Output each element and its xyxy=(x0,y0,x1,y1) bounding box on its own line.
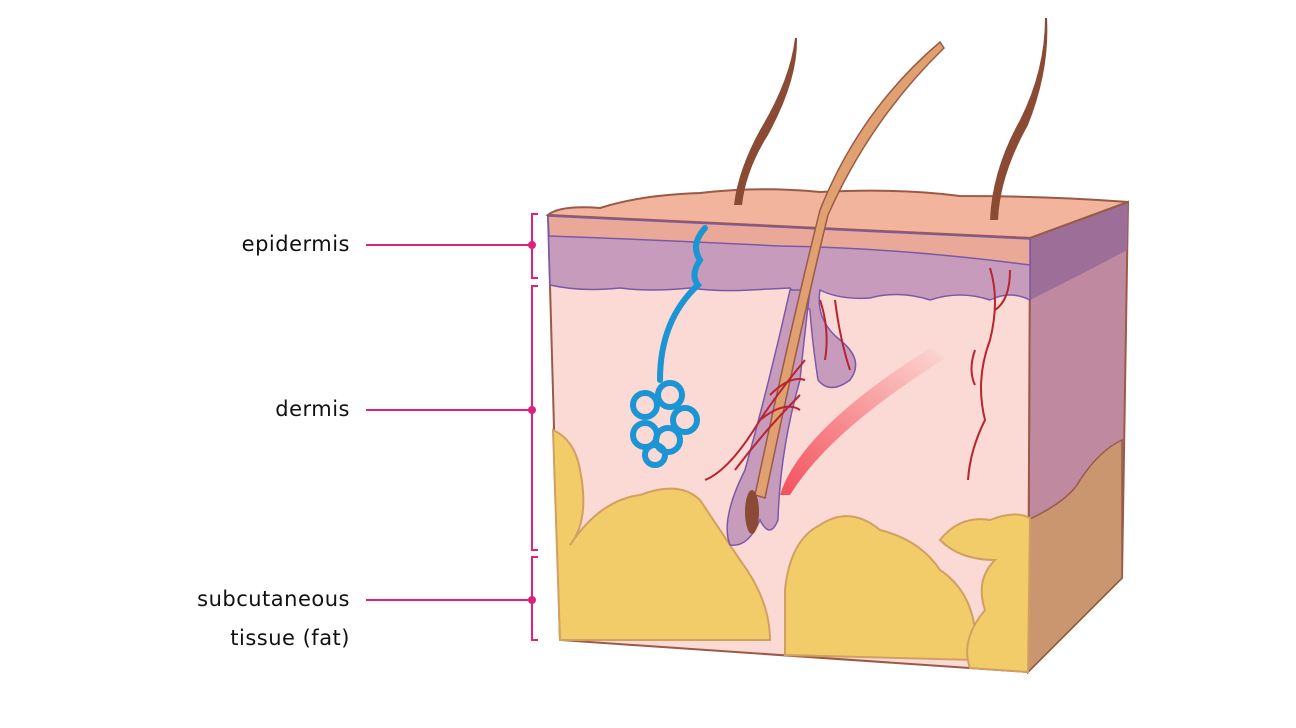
label-dermis: dermis xyxy=(275,397,350,421)
epidermis-surface-strip xyxy=(547,215,1031,266)
hair-shaft xyxy=(754,40,945,499)
side-face-epidermis xyxy=(1030,202,1128,300)
hair-bulb xyxy=(745,490,759,534)
fat-tissue xyxy=(784,515,976,662)
side-face-fat xyxy=(1027,438,1123,674)
fat-tissue xyxy=(938,513,1032,674)
leader-dot xyxy=(528,406,536,414)
subcutaneous-leader xyxy=(366,556,538,641)
label-tissue-fat: tissue (fat) xyxy=(230,626,350,650)
epidermis-layer xyxy=(547,215,1031,389)
arrector-pili-muscle xyxy=(780,348,946,495)
leader-dot xyxy=(528,596,536,604)
label-epidermis: epidermis xyxy=(241,232,350,256)
fat-tissue xyxy=(551,428,772,641)
label-subcutaneous: subcutaneous xyxy=(197,587,350,611)
leader-dot xyxy=(528,241,536,249)
sweat-gland-duct xyxy=(657,225,708,383)
sweat-gland-coil xyxy=(630,380,700,468)
hair-dark-right xyxy=(990,18,1048,220)
blood-vessels xyxy=(704,267,1011,481)
epidermis-leader xyxy=(366,213,538,279)
dermis-leader xyxy=(366,285,538,551)
hair-dark-left xyxy=(734,38,798,205)
